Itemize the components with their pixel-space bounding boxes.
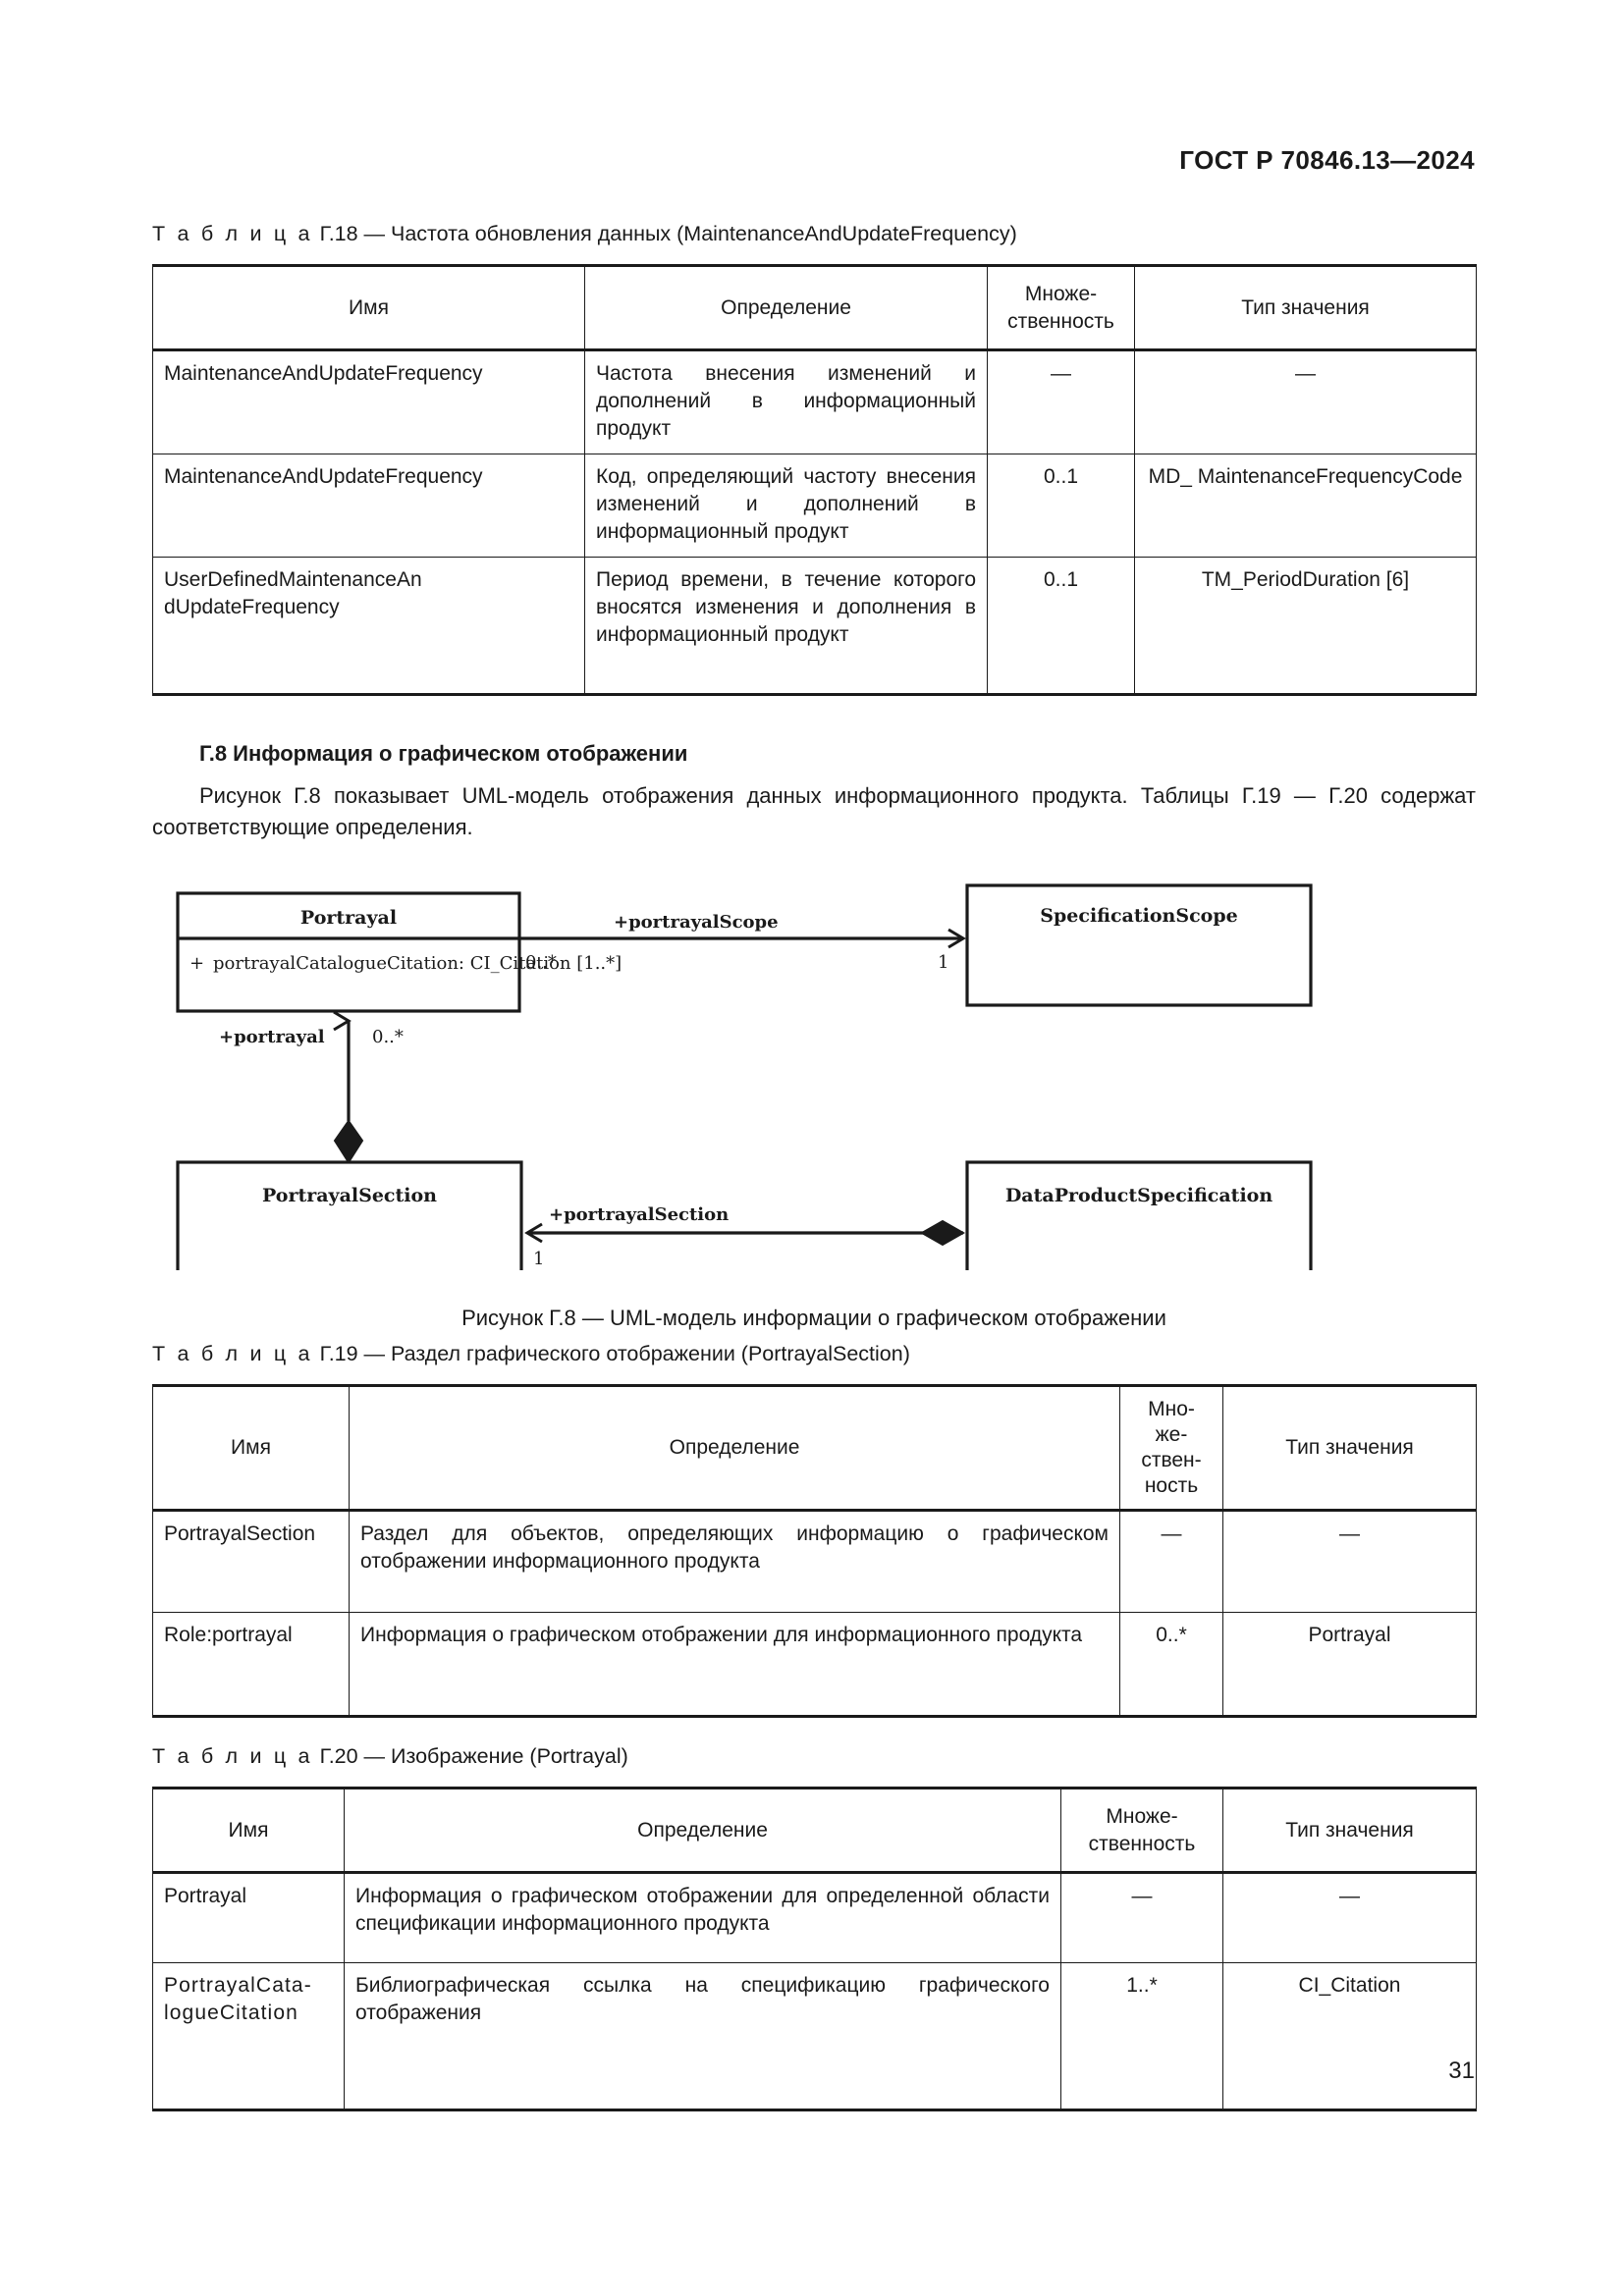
uml-class-portrayal: Portrayal + portrayalCatalogueCitation: … (176, 891, 622, 1013)
uml-multiplicity-portrayal-section: 1 (533, 1249, 544, 1269)
cell-value-type: — (1222, 1509, 1477, 1613)
section-heading-g8: Г.8 Информация о графическом отображении (199, 741, 688, 767)
col-header-multiplicity-line2: ственность (1007, 309, 1114, 333)
cell-multiplicity: 0..* (1119, 1611, 1223, 1718)
table-row: PortrayalSection Раздел для объектов, оп… (152, 1509, 1477, 1613)
col-header-name: Имя (152, 1786, 345, 1875)
figure-caption-g8: Рисунок Г.8 — UML-модель информации о гр… (461, 1305, 1166, 1330)
cell-definition: Частота внесения изменений и дополнений … (584, 349, 988, 455)
table-row: Role:portrayal Информация о графическом … (152, 1611, 1477, 1718)
page-content: Т а б л и ц а Г.18 — Частота обновления д… (152, 221, 1477, 2112)
col-header-multiplicity-line4: ность (1144, 1473, 1199, 1497)
cell-value-type: TM_PeriodDuration [6] (1134, 557, 1477, 697)
cell-definition: Библиографическая ссылка на спецификацию… (344, 1962, 1061, 2112)
col-header-definition: Определение (344, 1786, 1061, 1875)
col-header-multiplicity-line1: Множе- (1024, 282, 1098, 305)
col-header-multiplicity: Множе- ственность (987, 263, 1135, 352)
table-caption-text-g20: Г.20 — Изображение (Portrayal) (319, 1743, 628, 1768)
cell-value-type: MD_ MaintenanceFrequencyCode (1134, 454, 1477, 559)
cell-multiplicity: 1..* (1060, 1962, 1223, 2112)
table-caption-label-g18: Т а б л и ц а (152, 222, 313, 245)
uml-class-data-product-specification: DataProductSpecification (965, 1160, 1313, 1270)
col-header-multiplicity-line2: ственность (1088, 1832, 1196, 1855)
uml-attribute-visibility: + (189, 953, 204, 974)
cell-multiplicity: 0..1 (987, 454, 1135, 559)
col-header-value-type: Тип значения (1134, 263, 1477, 352)
uml-multiplicity-source-portrayal-scope: 0..* (525, 952, 557, 973)
table-header-row: Имя Определение Множе- ственность Тип зн… (152, 1786, 1477, 1875)
cell-value-type: — (1134, 349, 1477, 455)
cell-value-type: CI_Citation (1222, 1962, 1477, 2112)
col-header-multiplicity-line1: Множе- (1106, 1804, 1178, 1828)
col-header-definition: Определение (584, 263, 988, 352)
table-row: MaintenanceAndUpdateFrequency Частота вн… (152, 349, 1477, 455)
uml-role-portrayal-section: +portrayalSection (549, 1204, 729, 1225)
cell-definition: Информация о графическом отображении для… (344, 1872, 1061, 1964)
table-g20: Имя Определение Множе- ственность Тип зн… (152, 1786, 1477, 2112)
uml-class-name-specification-scope: SpecificationScope (1040, 905, 1237, 927)
col-header-value-type: Тип значения (1222, 1383, 1477, 1512)
uml-class-portrayal-section: PortrayalSection (176, 1160, 523, 1270)
cell-definition: Раздел для объектов, определяющих информ… (349, 1509, 1120, 1613)
cell-value-type: Portrayal (1222, 1611, 1477, 1718)
cell-multiplicity: — (1119, 1509, 1223, 1613)
uml-class-name-portrayal-section: PortrayalSection (262, 1185, 437, 1206)
uml-composition-portrayal-section-portrayal: +portrayal 0..* (219, 1010, 404, 1164)
cell-definition: Код, определяющий частоту внесения измен… (584, 454, 988, 559)
cell-name: Portrayal (152, 1872, 345, 1964)
col-header-multiplicity: Множе- ственность (1060, 1786, 1223, 1875)
section-paragraph-g8: Рисунок Г.8 показывает UML-модель отобра… (152, 783, 1476, 839)
col-header-name: Имя (152, 263, 585, 352)
table-caption-text-g19: Г.19 — Раздел графического отображении (… (319, 1341, 910, 1365)
uml-role-portrayal: +portrayal (219, 1027, 325, 1047)
uml-role-portrayal-scope: +portrayalScope (614, 912, 779, 933)
cell-name: MaintenanceAndUpdateFrequency (152, 349, 585, 455)
table-caption-text-g18: Г.18 — Частота обновления данных (Mainte… (319, 222, 1017, 245)
cell-name: PortrayalSection (152, 1509, 350, 1613)
col-header-value-type: Тип значения (1222, 1786, 1477, 1875)
col-header-definition: Определение (349, 1383, 1120, 1512)
table-caption-label-g19: Т а б л и ц а (152, 1341, 313, 1365)
table-header-row: Имя Определение Мно- же- ствен- ность Ти… (152, 1383, 1477, 1512)
table-g18: Имя Определение Множе- ственность Тип зн… (152, 263, 1477, 697)
cell-name: PortrayalCata-logueCitation (152, 1962, 345, 2112)
cell-name: MaintenanceAndUpdateFrequency (152, 454, 585, 559)
uml-class-specification-scope: SpecificationScope (965, 883, 1313, 1007)
table-header-row: Имя Определение Множе- ственность Тип зн… (152, 263, 1477, 352)
cell-name: UserDefinedMaintenanceAn dUpdateFrequenc… (152, 557, 585, 697)
uml-multiplicity-portrayal: 0..* (372, 1027, 404, 1047)
table-caption-g18: Т а б л и ц а Г.18 — Частота обновления д… (152, 221, 1476, 248)
cell-name: Role:portrayal (152, 1611, 350, 1718)
col-header-multiplicity-line3: ствен- (1141, 1448, 1202, 1471)
cell-multiplicity: 0..1 (987, 557, 1135, 697)
col-header-multiplicity: Мно- же- ствен- ность (1119, 1383, 1223, 1512)
table-row: MaintenanceAndUpdateFrequency Код, опред… (152, 454, 1477, 559)
uml-class-name-portrayal: Portrayal (300, 907, 397, 929)
cell-multiplicity: — (1060, 1872, 1223, 1964)
uml-diagram-g8: Portrayal + portrayalCatalogueCitation: … (152, 878, 1476, 1330)
cell-value-type: — (1222, 1872, 1477, 1964)
table-row: UserDefinedMaintenanceAn dUpdateFrequenc… (152, 557, 1477, 697)
table-caption-label-g20: Т а б л и ц а (152, 1743, 313, 1768)
uml-association-portrayal-scope: +portrayalScope 0..* 1 (519, 912, 966, 973)
uml-class-name-data-product-specification: DataProductSpecification (1005, 1185, 1273, 1206)
table-g19: Имя Определение Мно- же- ствен- ность Ти… (152, 1383, 1477, 1718)
table-row: PortrayalCata-logueCitation Библиографич… (152, 1962, 1477, 2112)
uml-composition-data-product-portrayal-section: +portrayalSection 1 (524, 1204, 966, 1269)
uml-attribute-portrayal-catalogue-citation: portrayalCatalogueCitation: CI_Citation … (213, 953, 622, 974)
uml-multiplicity-target-portrayal-scope: 1 (938, 952, 948, 973)
cell-definition: Период времени, в течение ко­торого внос… (584, 557, 988, 697)
table-row: Portrayal Информация о графическом отобр… (152, 1872, 1477, 1964)
col-header-multiplicity-line2: же- (1155, 1422, 1188, 1446)
page-number: 31 (1448, 2057, 1475, 2084)
col-header-name: Имя (152, 1383, 350, 1512)
cell-definition: Информация о графическом отображении для… (349, 1611, 1120, 1718)
document-header-standard-id: ГОСТ Р 70846.13—2024 (1179, 145, 1475, 175)
cell-multiplicity: — (987, 349, 1135, 455)
col-header-multiplicity-line1: Мно- (1148, 1397, 1195, 1420)
